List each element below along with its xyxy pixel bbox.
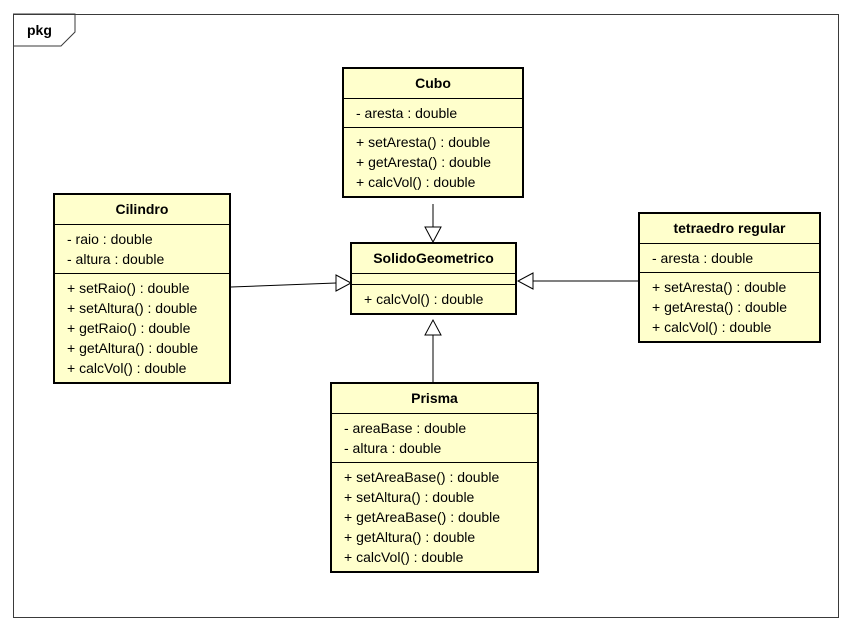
generalization-cubo <box>424 204 442 244</box>
attribute: - altura : double <box>67 251 165 267</box>
class-tetraedro-regular[interactable]: tetraedro regular - aresta : double + se… <box>638 212 821 343</box>
methods-section: + calcVol() : double <box>352 285 515 313</box>
methods-section: + setAresta() : double + getAresta() : d… <box>640 273 819 341</box>
method: + calcVol() : double <box>67 360 187 376</box>
class-name: Prisma <box>332 384 537 414</box>
method: + setAltura() : double <box>344 489 475 505</box>
class-name: SolidoGeometrico <box>352 244 515 274</box>
generalization-cilindro <box>230 274 353 292</box>
attribute: - aresta : double <box>652 250 754 266</box>
method: + setAresta() : double <box>356 134 491 150</box>
attribute: - altura : double <box>344 440 442 456</box>
class-name: tetraedro regular <box>640 214 819 244</box>
method: + calcVol() : double <box>652 319 772 335</box>
package-frame <box>13 14 839 618</box>
methods-section: + setAreaBase() : double + setAltura() :… <box>332 463 537 571</box>
class-cilindro[interactable]: Cilindro - raio : double - altura : doub… <box>53 193 231 384</box>
attributes-section <box>352 274 515 285</box>
method: + setRaio() : double <box>67 280 190 296</box>
attributes-section: - aresta : double <box>344 99 522 128</box>
methods-section: + setRaio() : double + setAltura() : dou… <box>55 274 229 382</box>
attributes-section: - aresta : double <box>640 244 819 273</box>
method: + getAltura() : double <box>67 340 199 356</box>
generalization-prisma <box>424 318 442 382</box>
class-name: Cubo <box>344 69 522 99</box>
method: + getRaio() : double <box>67 320 191 336</box>
method: + setAltura() : double <box>67 300 198 316</box>
methods-section: + setAresta() : double + getAresta() : d… <box>344 128 522 196</box>
attributes-section: - raio : double - altura : double <box>55 225 229 274</box>
attributes-section: - areaBase : double - altura : double <box>332 414 537 463</box>
method: + setAreaBase() : double <box>344 469 500 485</box>
method: + getAreaBase() : double <box>344 509 501 525</box>
method: + getAresta() : double <box>356 154 492 170</box>
method: + getAltura() : double <box>344 529 476 545</box>
class-solido-geometrico[interactable]: SolidoGeometrico + calcVol() : double <box>350 242 517 315</box>
generalization-tetraedro <box>516 272 638 290</box>
method: + calcVol() : double <box>356 174 476 190</box>
class-cubo[interactable]: Cubo - aresta : double + setAresta() : d… <box>342 67 524 198</box>
method: + setAresta() : double <box>652 279 787 295</box>
frame-label: pkg <box>27 22 52 38</box>
method: + calcVol() : double <box>364 291 484 307</box>
class-name: Cilindro <box>55 195 229 225</box>
attribute: - raio : double <box>67 231 153 247</box>
attribute: - aresta : double <box>356 105 458 121</box>
attribute: - areaBase : double <box>344 420 467 436</box>
method: + getAresta() : double <box>652 299 788 315</box>
method: + calcVol() : double <box>344 549 464 565</box>
class-prisma[interactable]: Prisma - areaBase : double - altura : do… <box>330 382 539 573</box>
